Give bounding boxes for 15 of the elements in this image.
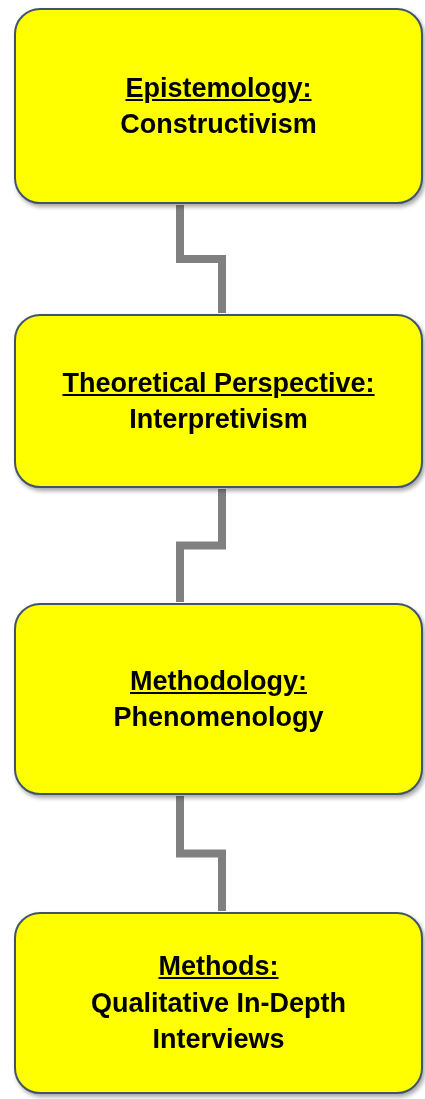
body-text: Phenomenology [113, 701, 324, 734]
heading-text: Methodology: [130, 664, 307, 698]
elbow-connector [176, 205, 226, 313]
heading-text: Theoretical Perspective: [62, 366, 375, 400]
process-box [14, 8, 423, 204]
heading-text: Epistemology: [125, 71, 312, 105]
process-box [14, 314, 423, 488]
elbow-connector [176, 796, 226, 911]
process-box [14, 912, 423, 1094]
body-text: Constructivism [120, 108, 317, 141]
body-text: Qualitative In-Depth Interviews [90, 986, 347, 1057]
body-text: Interpretivism [129, 403, 308, 436]
heading-text: Methods: [158, 950, 279, 984]
elbow-connector [176, 489, 226, 602]
process-box [14, 603, 423, 795]
